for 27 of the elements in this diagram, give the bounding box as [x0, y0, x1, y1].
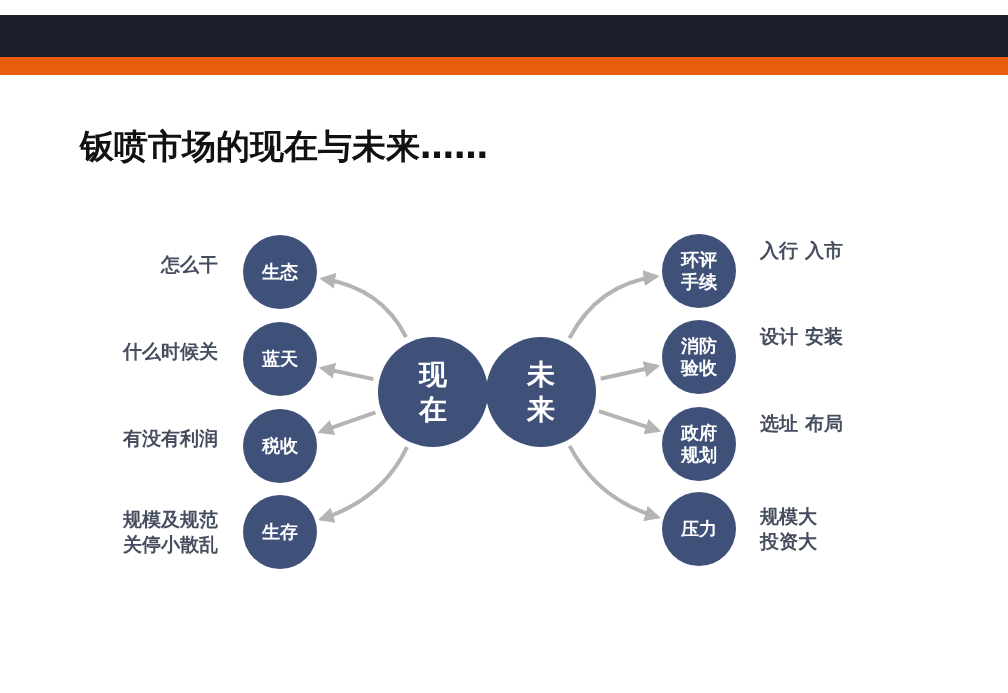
arrow: [567, 444, 661, 521]
arrow: [567, 270, 660, 340]
side-note: 什么时候关: [123, 338, 218, 364]
side-note: 怎么干: [161, 251, 218, 277]
arrow: [318, 362, 374, 382]
hub-circle: 现在: [378, 337, 488, 447]
topic-circle: 生存: [243, 495, 317, 569]
side-note: 设计 安装: [760, 324, 843, 349]
side-note: 规模及规范关停小散乱: [123, 507, 218, 557]
topic-circle: 政府规划: [662, 407, 736, 481]
topic-circle: 生态: [243, 235, 317, 309]
title: 钣喷市场的现在与未来……: [80, 125, 488, 168]
arrow: [317, 410, 377, 435]
arrow: [598, 409, 662, 435]
topic-circle: 压力: [662, 492, 736, 566]
topic-circle: 蓝天: [243, 322, 317, 396]
side-note: 规模大投资大: [760, 504, 817, 554]
arrow: [319, 273, 408, 339]
side-note: 有没有利润: [123, 425, 218, 451]
side-note: 选址 布局: [760, 411, 843, 436]
topic-circle: 税收: [243, 409, 317, 483]
arrow: [317, 446, 409, 523]
arrow: [600, 361, 661, 381]
side-note: 入行 入市: [760, 238, 843, 263]
topic-circle: 消防验收: [662, 320, 736, 394]
topic-circle: 环评手续: [662, 234, 736, 308]
hub-circle: 未来: [486, 337, 596, 447]
